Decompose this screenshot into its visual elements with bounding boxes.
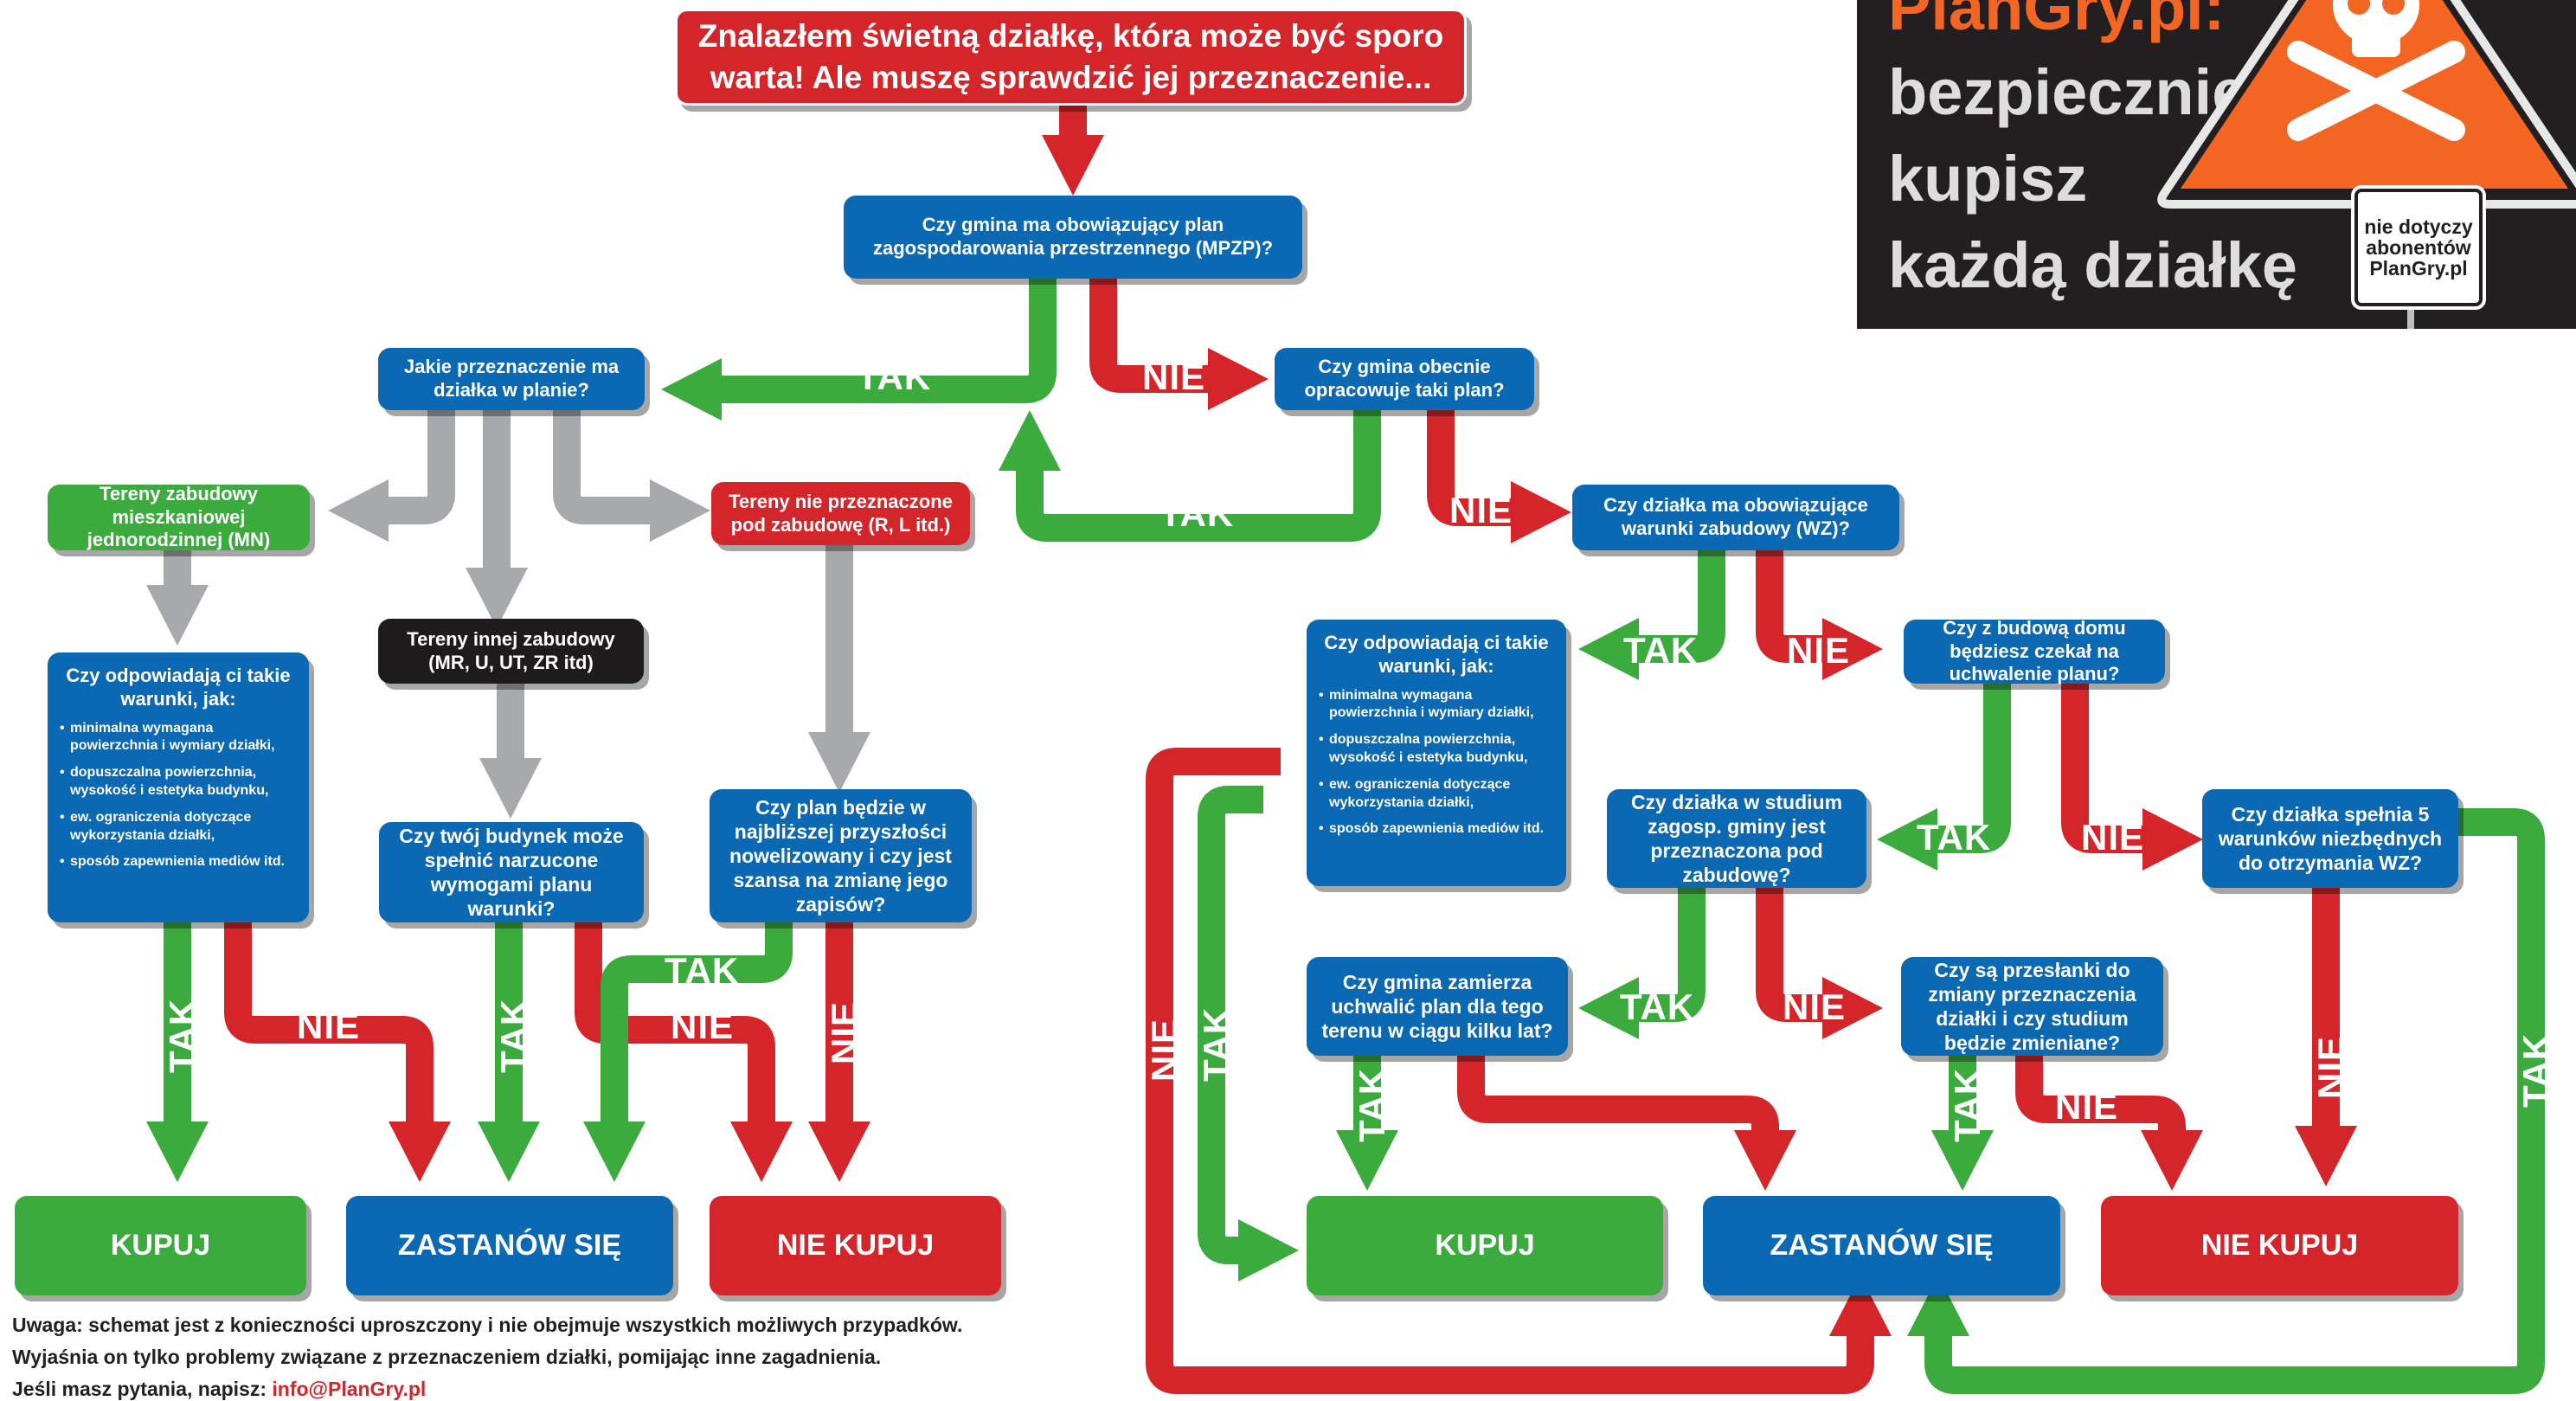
- condition-item: dopuszczalna powierzchnia, wysokość i es…: [1319, 731, 1554, 768]
- label-tak: TAK: [1196, 1006, 1237, 1082]
- question-studium: Czy działka w studium zagosp. gminy jest…: [1607, 789, 1866, 888]
- banner-brand: PlanGry.pl:: [1888, 0, 2226, 43]
- label-nie: NIE: [2310, 1035, 2351, 1099]
- banner-line-3: kupisz: [1888, 143, 2088, 215]
- label-nie: NIE: [671, 1006, 735, 1046]
- question-mpzp: Czy gmina ma obowiązujący plan zagospoda…: [844, 196, 1302, 279]
- label-tak: TAK: [1620, 986, 1695, 1027]
- label-tak: TAK: [665, 950, 740, 991]
- sign-line: nie dotyczy: [2364, 215, 2473, 238]
- note-line-3-text: Jeśli masz pytania, napisz:: [12, 1378, 273, 1400]
- question-budynek: Czy twój budynek może spełnić narzucone …: [379, 822, 644, 922]
- outcome-kupuj-right: KUPUJ: [1307, 1196, 1663, 1295]
- conditions-list: minimalna wymagana powierzchnia i wymiar…: [60, 720, 297, 881]
- label-nie: NIE: [1787, 630, 1851, 671]
- label-nie: NIE: [1449, 490, 1513, 530]
- question-wz: Czy działka ma obowiązujące warunki zabu…: [1572, 485, 1899, 550]
- label-nie: NIE: [1144, 1018, 1185, 1082]
- question-5-warunkow: Czy działka spełnia 5 warunków niezbędny…: [2202, 789, 2458, 888]
- outcome-nie-kupuj-left: NIE KUPUJ: [710, 1196, 1001, 1295]
- outcome-kupuj-left: KUPUJ: [15, 1196, 306, 1295]
- note-line-1: Uwaga: schemat jest z konieczności upros…: [12, 1314, 963, 1336]
- sign-line: abonentów: [2366, 235, 2471, 259]
- question-czekal: Czy z budową domu będziesz czekał na uch…: [1904, 617, 2165, 684]
- condition-item: sposób zapewnienia mediów itd.: [60, 853, 297, 871]
- label-tak: TAK: [1352, 1067, 1392, 1142]
- condition-item: sposób zapewnienia mediów itd.: [1319, 820, 1554, 839]
- label-nie: NIE: [2081, 817, 2145, 858]
- outcome-zastanow-right: ZASTANÓW SIĘ: [1703, 1196, 2060, 1295]
- label-tak: TAK: [2515, 1032, 2556, 1108]
- conditions-heading: Czy odpowiadają ci takie warunki, jak:: [66, 665, 291, 710]
- conditions-box-right: Czy odpowiadają ci takie warunki, jak: m…: [1307, 620, 1566, 886]
- contact-email-link[interactable]: info@PlanGry.pl: [272, 1378, 427, 1400]
- subscriber-sign: nie dotyczy abonentów PlanGry.pl: [2354, 189, 2483, 306]
- label-nie: NIE: [1783, 986, 1847, 1027]
- label-tak: TAK: [1917, 817, 1992, 858]
- question-zamierza: Czy gmina zamierza uchwalić plan dla teg…: [1307, 957, 1568, 1056]
- label-tak: TAK: [1160, 493, 1235, 534]
- banner-line-2: bezpiecznie: [1888, 56, 2248, 128]
- category-mn: Tereny zabudowy mieszkaniowej jednorodzi…: [48, 483, 310, 550]
- label-tak: TAK: [857, 357, 932, 397]
- note-line-2: Wyjaśnia on tylko problemy związane z pr…: [12, 1346, 882, 1368]
- condition-item: ew. ograniczenia dotyczące wykorzystania…: [60, 809, 297, 845]
- conditions-box-left: Czy odpowiadają ci takie warunki, jak: m…: [48, 652, 309, 922]
- condition-item: minimalna wymagana powierzchnia i wymiar…: [60, 720, 297, 756]
- label-nie: NIE: [1142, 357, 1206, 397]
- promo-banner: PlanGry.pl: bezpiecznie kupisz każdą dzi…: [1857, 0, 2576, 329]
- outcome-zastanow-left: ZASTANÓW SIĘ: [346, 1196, 673, 1295]
- outcome-nie-kupuj-right: NIE KUPUJ: [2101, 1196, 2458, 1295]
- label-nie: NIE: [2055, 1086, 2119, 1127]
- note-line-3: Jeśli masz pytania, napisz: info@PlanGry…: [12, 1378, 426, 1401]
- label-nie: NIE: [824, 1000, 864, 1064]
- label-tak: TAK: [493, 998, 534, 1073]
- question-nowelizacja: Czy plan będzie w najbliższej przyszłośc…: [710, 789, 972, 922]
- label-tak: TAK: [1623, 630, 1699, 671]
- conditions-heading: Czy odpowiadają ci takie warunki, jak:: [1324, 632, 1549, 677]
- question-przeznaczenie: Jakie przeznaczenie ma działka w planie?: [378, 348, 645, 410]
- label-tak: TAK: [1947, 1067, 1988, 1142]
- conditions-list: minimalna wymagana powierzchnia i wymiar…: [1319, 687, 1554, 848]
- sign-line: PlanGry.pl: [2369, 257, 2468, 280]
- banner-line-4: każdą działkę: [1888, 229, 2298, 301]
- skull-crossbones-icon: [2287, 0, 2465, 141]
- question-przeslanki: Czy są przesłanki do zmiany przeznaczeni…: [1901, 957, 2163, 1056]
- category-nie-zabudowa: Tereny nie przeznaczone pod zabudowę (R,…: [711, 482, 970, 545]
- condition-item: dopuszczalna powierzchnia, wysokość i es…: [60, 764, 297, 800]
- condition-item: ew. ograniczenia dotyczące wykorzystania…: [1319, 776, 1554, 813]
- label-nie: NIE: [297, 1006, 361, 1046]
- question-opracowuje: Czy gmina obecnie opracowuje taki plan?: [1275, 348, 1534, 410]
- category-inne: Tereny innej zabudowy (MR, U, UT, ZR itd…: [378, 619, 644, 684]
- start-box: Znalazłem świetną działkę, która może by…: [675, 9, 1467, 106]
- condition-item: minimalna wymagana powierzchnia i wymiar…: [1319, 687, 1554, 723]
- label-tak: TAK: [162, 998, 202, 1073]
